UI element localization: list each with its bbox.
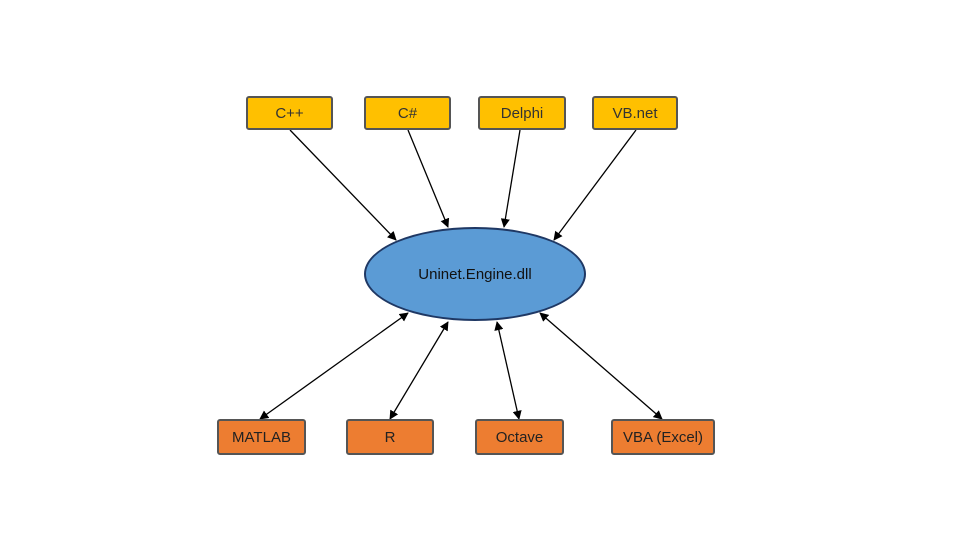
connector-octave-hub [494, 321, 522, 420]
connector-matlab-hub [259, 312, 409, 420]
node-delphi: Delphi [478, 96, 566, 130]
node-cpp: C++ [246, 96, 333, 130]
node-r-label: R [384, 428, 396, 446]
hub-node: Uninet.Engine.dll [364, 227, 586, 321]
node-octave-label: Octave [495, 428, 544, 446]
node-matlab: MATLAB [217, 419, 306, 455]
connector-cpp-to-hub [289, 129, 397, 241]
node-delphi-label: Delphi [500, 104, 544, 122]
node-vba-excel-label: VBA (Excel) [622, 428, 704, 446]
node-vba-excel: VBA (Excel) [611, 419, 715, 455]
hub-label: Uninet.Engine.dll [418, 265, 532, 283]
node-r: R [346, 419, 434, 455]
node-csharp-label: C# [397, 104, 418, 122]
node-csharp: C# [364, 96, 451, 130]
node-vbnet: VB.net [592, 96, 678, 130]
connector-vba-hub [539, 312, 663, 420]
connector-vbnet-to-hub [553, 129, 637, 241]
connector-csharp-to-hub [407, 129, 450, 228]
node-vbnet-label: VB.net [612, 104, 658, 122]
node-cpp-label: C++ [275, 104, 304, 122]
node-octave: Octave [475, 419, 564, 455]
connector-r-hub [389, 321, 449, 420]
node-matlab-label: MATLAB [232, 428, 291, 446]
connector-delphi-to-hub [500, 129, 521, 228]
